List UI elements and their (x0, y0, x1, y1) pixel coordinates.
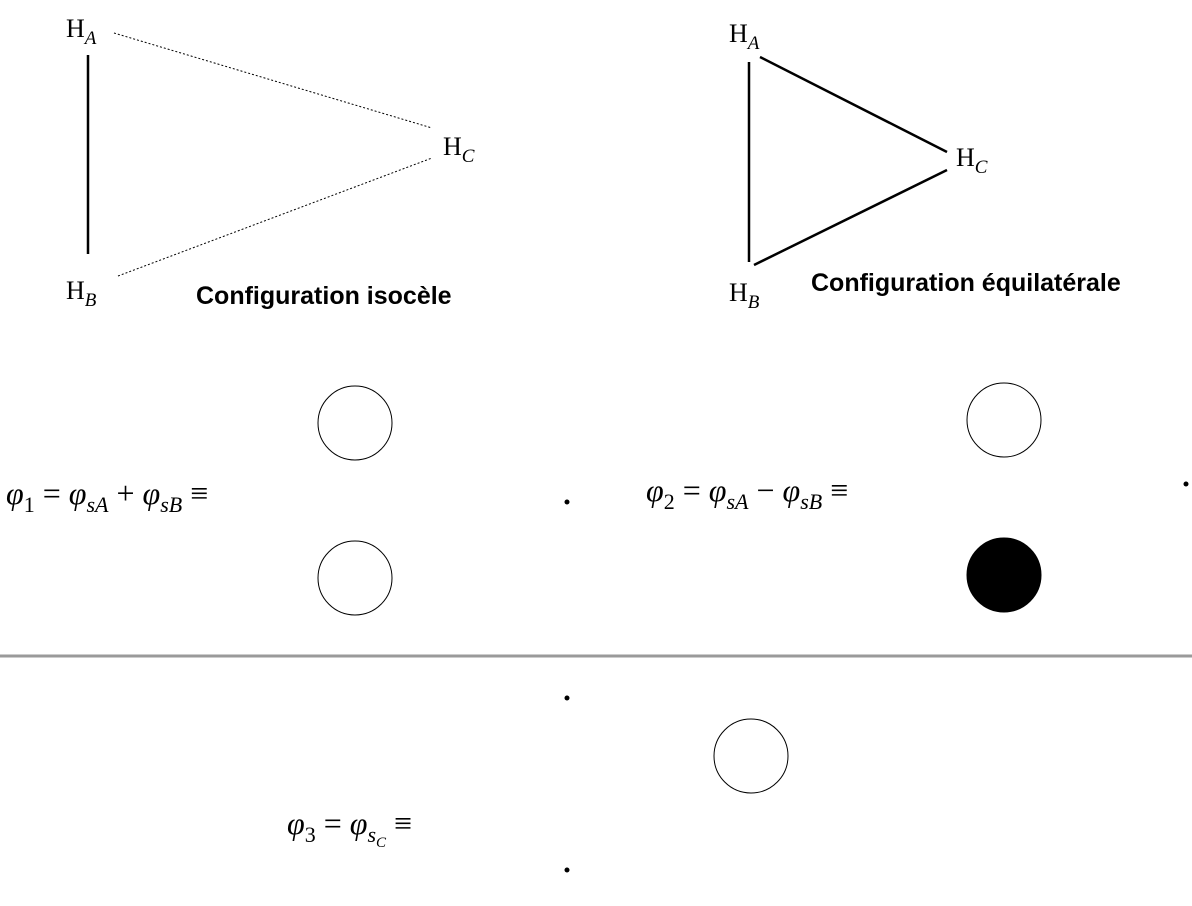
atom-label-hc-equilateral: HC (956, 143, 988, 178)
caption-equilateral: Configuration équilatérale (811, 269, 1121, 297)
atom-label-ha-equilateral: HA (729, 19, 760, 54)
equation-phi1: φ1 = φsA + φsB ≡ (6, 475, 208, 517)
equation-phi2: φ2 = φsA − φsB ≡ (646, 472, 848, 514)
isocele-configuration: HA HB HC Configuration isocèle (66, 14, 475, 311)
equilateral-configuration: HA HB HC Configuration équilatérale (729, 19, 1121, 313)
orbital-phi3: φ3 = φsC ≡ (287, 695, 789, 873)
atom-label-hc-isocele: HC (443, 132, 475, 167)
atom-label-ha-isocele: HA (66, 14, 97, 49)
orbital-phi2: φ2 = φsA − φsB ≡ (646, 382, 1189, 613)
orbital-node-point (564, 499, 570, 505)
orbital-phi1: φ1 = φsA + φsB ≡ (6, 385, 570, 616)
atom-label-hb-isocele: HB (66, 276, 97, 311)
orbital-lobe-a (966, 382, 1042, 458)
orbital-node-point-bottom (564, 867, 570, 873)
orbital-node-point-top (564, 695, 570, 701)
orbital-lobe-b-filled (966, 537, 1042, 613)
caption-isocele: Configuration isocèle (196, 282, 452, 310)
orbital-lobe-a (317, 385, 393, 461)
weak-bond-ac-isocele (113, 32, 433, 129)
orbital-lobe-b (317, 540, 393, 616)
atom-label-hb-equilateral: HB (729, 278, 760, 313)
equation-phi3: φ3 = φsC ≡ (287, 805, 412, 851)
orbital-node-point (1183, 481, 1189, 487)
orbital-lobe-c (713, 718, 789, 794)
bond-bc-equilateral (753, 168, 948, 267)
bond-ac-equilateral (759, 55, 948, 154)
weak-bond-bc-isocele (117, 157, 433, 277)
